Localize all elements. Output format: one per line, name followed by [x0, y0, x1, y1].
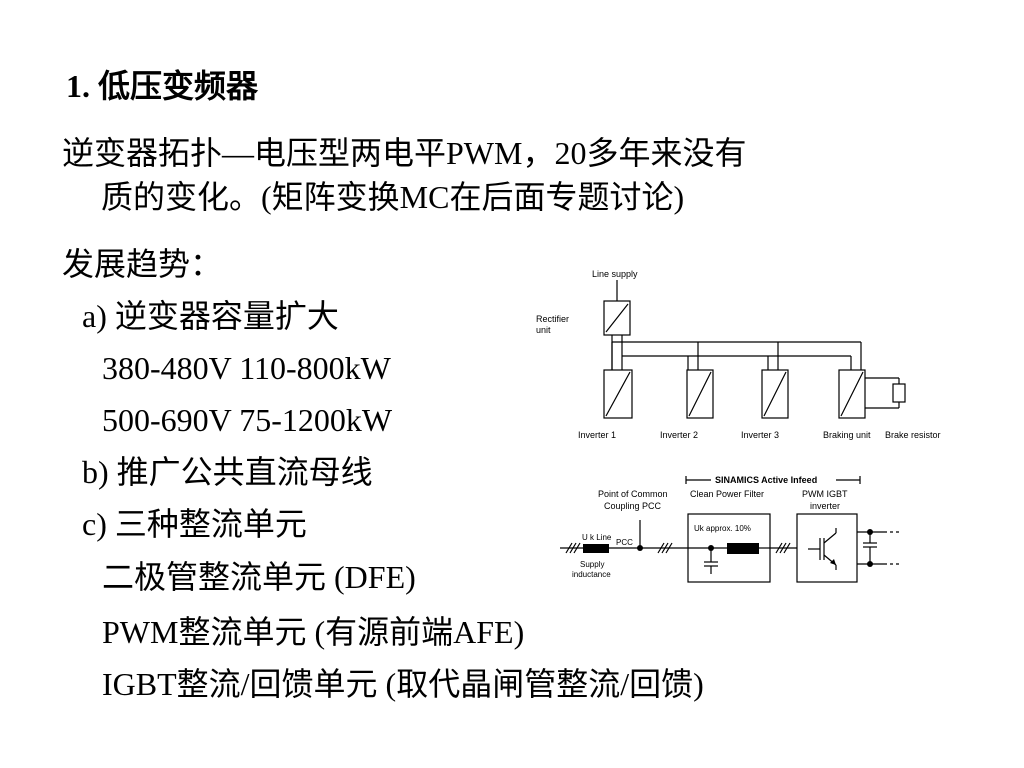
slide-heading: 1. 低压变频器 [66, 68, 259, 104]
label-line-supply: Line supply [592, 269, 638, 279]
label-pwm-igbt: PWM IGBT [802, 489, 848, 499]
active-infeed-diagram: SINAMICS Active Infeed Point of Common C… [560, 475, 902, 583]
filter-node [708, 545, 714, 551]
label-clean-power-filter: Clean Power Filter [690, 489, 764, 499]
dc-bus-diagram: Line supply Rectifier unit Inverter 1 In… [536, 269, 941, 440]
label-pcc-line2: Coupling PCC [604, 501, 662, 511]
item-a: a) 逆变器容量扩大 [82, 298, 339, 334]
item-igbt: IGBT整流/回馈单元 (取代晶闸管整流/回馈) [102, 666, 704, 702]
label-inductance: inductance [572, 570, 611, 579]
label-braking-unit: Braking unit [823, 430, 871, 440]
label-inverter-2: Inverter 2 [660, 430, 698, 440]
label-inverter-1: Inverter 1 [578, 430, 616, 440]
label-inverter: inverter [810, 501, 840, 511]
label-rectifier-unit: unit [536, 325, 551, 335]
label-pcc: PCC [616, 538, 633, 547]
dc-plus-node [867, 529, 873, 535]
label-sinamics-active-infeed: SINAMICS Active Infeed [715, 475, 817, 485]
dc-minus-node [867, 561, 873, 567]
label-uk-approx: Uk approx. 10% [694, 524, 751, 533]
paragraph-line-1: 逆变器拓扑—电压型两电平PWM，20多年来没有 [62, 135, 747, 171]
item-dfe: 二极管整流单元 (DFE) [102, 559, 416, 595]
trend-title: 发展趋势： [62, 246, 223, 282]
label-brake-resistor: Brake resistor [885, 430, 941, 440]
paragraph-line-2: 质的变化。(矩阵变换MC在后面专题讨论) [101, 179, 685, 215]
label-supply: Supply [580, 560, 604, 569]
label-rectifier: Rectifier [536, 314, 569, 324]
label-uk-line: U k Line [582, 533, 612, 542]
supply-inductance-symbol [583, 544, 609, 553]
item-voltage-range-1: 380-480V 110-800kW [102, 350, 391, 386]
pcc-node [637, 545, 643, 551]
item-b: b) 推广公共直流母线 [82, 454, 373, 490]
item-afe: PWM整流单元 (有源前端AFE) [102, 614, 525, 650]
igbt-emitter-arrow [830, 559, 836, 565]
label-pcc-line1: Point of Common [598, 489, 668, 499]
label-inverter-3: Inverter 3 [741, 430, 779, 440]
brake-resistor-symbol [892, 383, 906, 403]
item-voltage-range-2: 500-690V 75-1200kW [102, 402, 393, 438]
igbt-inverter-box [796, 513, 858, 583]
filter-inductance-symbol [727, 543, 759, 554]
item-c: c) 三种整流单元 [82, 506, 307, 542]
